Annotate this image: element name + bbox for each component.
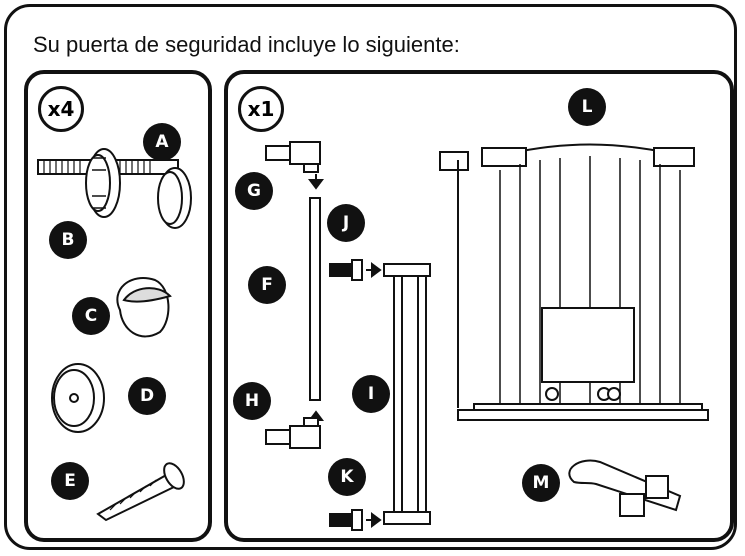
rod-part-f [309,197,321,401]
badge-i: I [352,375,390,413]
arrow-down-g [308,174,324,190]
badge-h: H [233,382,271,420]
panel-x4 [24,70,212,542]
fitting-part-j [329,259,382,281]
badge-a: A [143,123,181,161]
badge-e: E [51,462,89,500]
extension-part-i [383,263,431,525]
gate-part-l [439,143,709,421]
fitting-part-h [265,417,321,449]
cap-part-c [116,277,172,338]
quantity-x4: x4 [38,86,84,132]
badge-l: L [568,88,606,126]
fitting-part-g [265,141,321,173]
badge-d: D [128,377,166,415]
badge-c: C [72,297,110,335]
fitting-part-k [329,509,382,531]
badge-g: G [235,172,273,210]
badge-m: M [522,464,560,502]
bracket-part-m [568,459,682,517]
badge-f: F [248,266,286,304]
badge-j: J [327,204,365,242]
knob-part-b [85,148,121,218]
badge-b: B [49,221,87,259]
badge-k: K [328,458,366,496]
panel-x1 [224,70,734,542]
screw-part-e [96,462,185,522]
cup-part-d [51,363,105,433]
figure-title: Su puerta de seguridad incluye lo siguie… [33,32,460,57]
figure-frame [4,4,737,550]
quantity-x1: x1 [238,86,284,132]
